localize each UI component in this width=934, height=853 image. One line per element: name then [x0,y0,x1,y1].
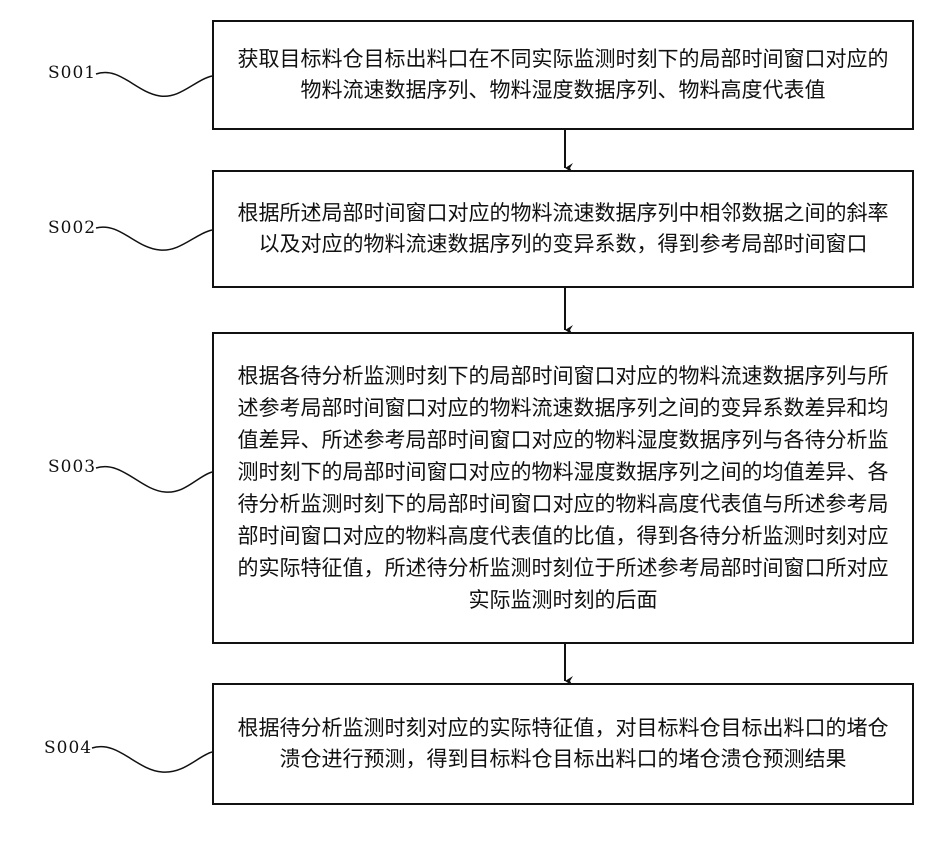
step-label-s001: S001 [48,63,96,83]
step-text-s002: 根据所述局部时间窗口对应的物料流速数据序列中相邻数据之间的斜率以及对应的物料流速… [232,198,894,260]
leader-line-s004 [92,747,212,773]
step-label-s004: S004 [44,738,92,758]
step-text-s003: 根据各待分析监测时刻下的局部时间窗口对应的物料流速数据序列与所述参考局部时间窗口… [232,360,894,616]
step-text-s004: 根据待分析监测时刻对应的实际特征值，对目标料仓目标出料口的堵仓溃仓进行预测，得到… [232,713,894,775]
leader-line-s003 [96,467,212,493]
step-text-s001: 获取目标料仓目标出料口在不同实际监测时刻下的局部时间窗口对应的物料流速数据序列、… [232,44,894,106]
step-label-s003: S003 [48,457,96,477]
step-box-s002: 根据所述局部时间窗口对应的物料流速数据序列中相邻数据之间的斜率以及对应的物料流速… [212,170,914,288]
leader-line-s002 [96,227,212,250]
step-box-s004: 根据待分析监测时刻对应的实际特征值，对目标料仓目标出料口的堵仓溃仓进行预测，得到… [212,683,914,805]
step-box-s001: 获取目标料仓目标出料口在不同实际监测时刻下的局部时间窗口对应的物料流速数据序列、… [212,20,914,130]
step-label-s002: S002 [48,218,96,238]
step-box-s003: 根据各待分析监测时刻下的局部时间窗口对应的物料流速数据序列与所述参考局部时间窗口… [212,332,914,644]
leader-line-s001 [96,72,212,96]
